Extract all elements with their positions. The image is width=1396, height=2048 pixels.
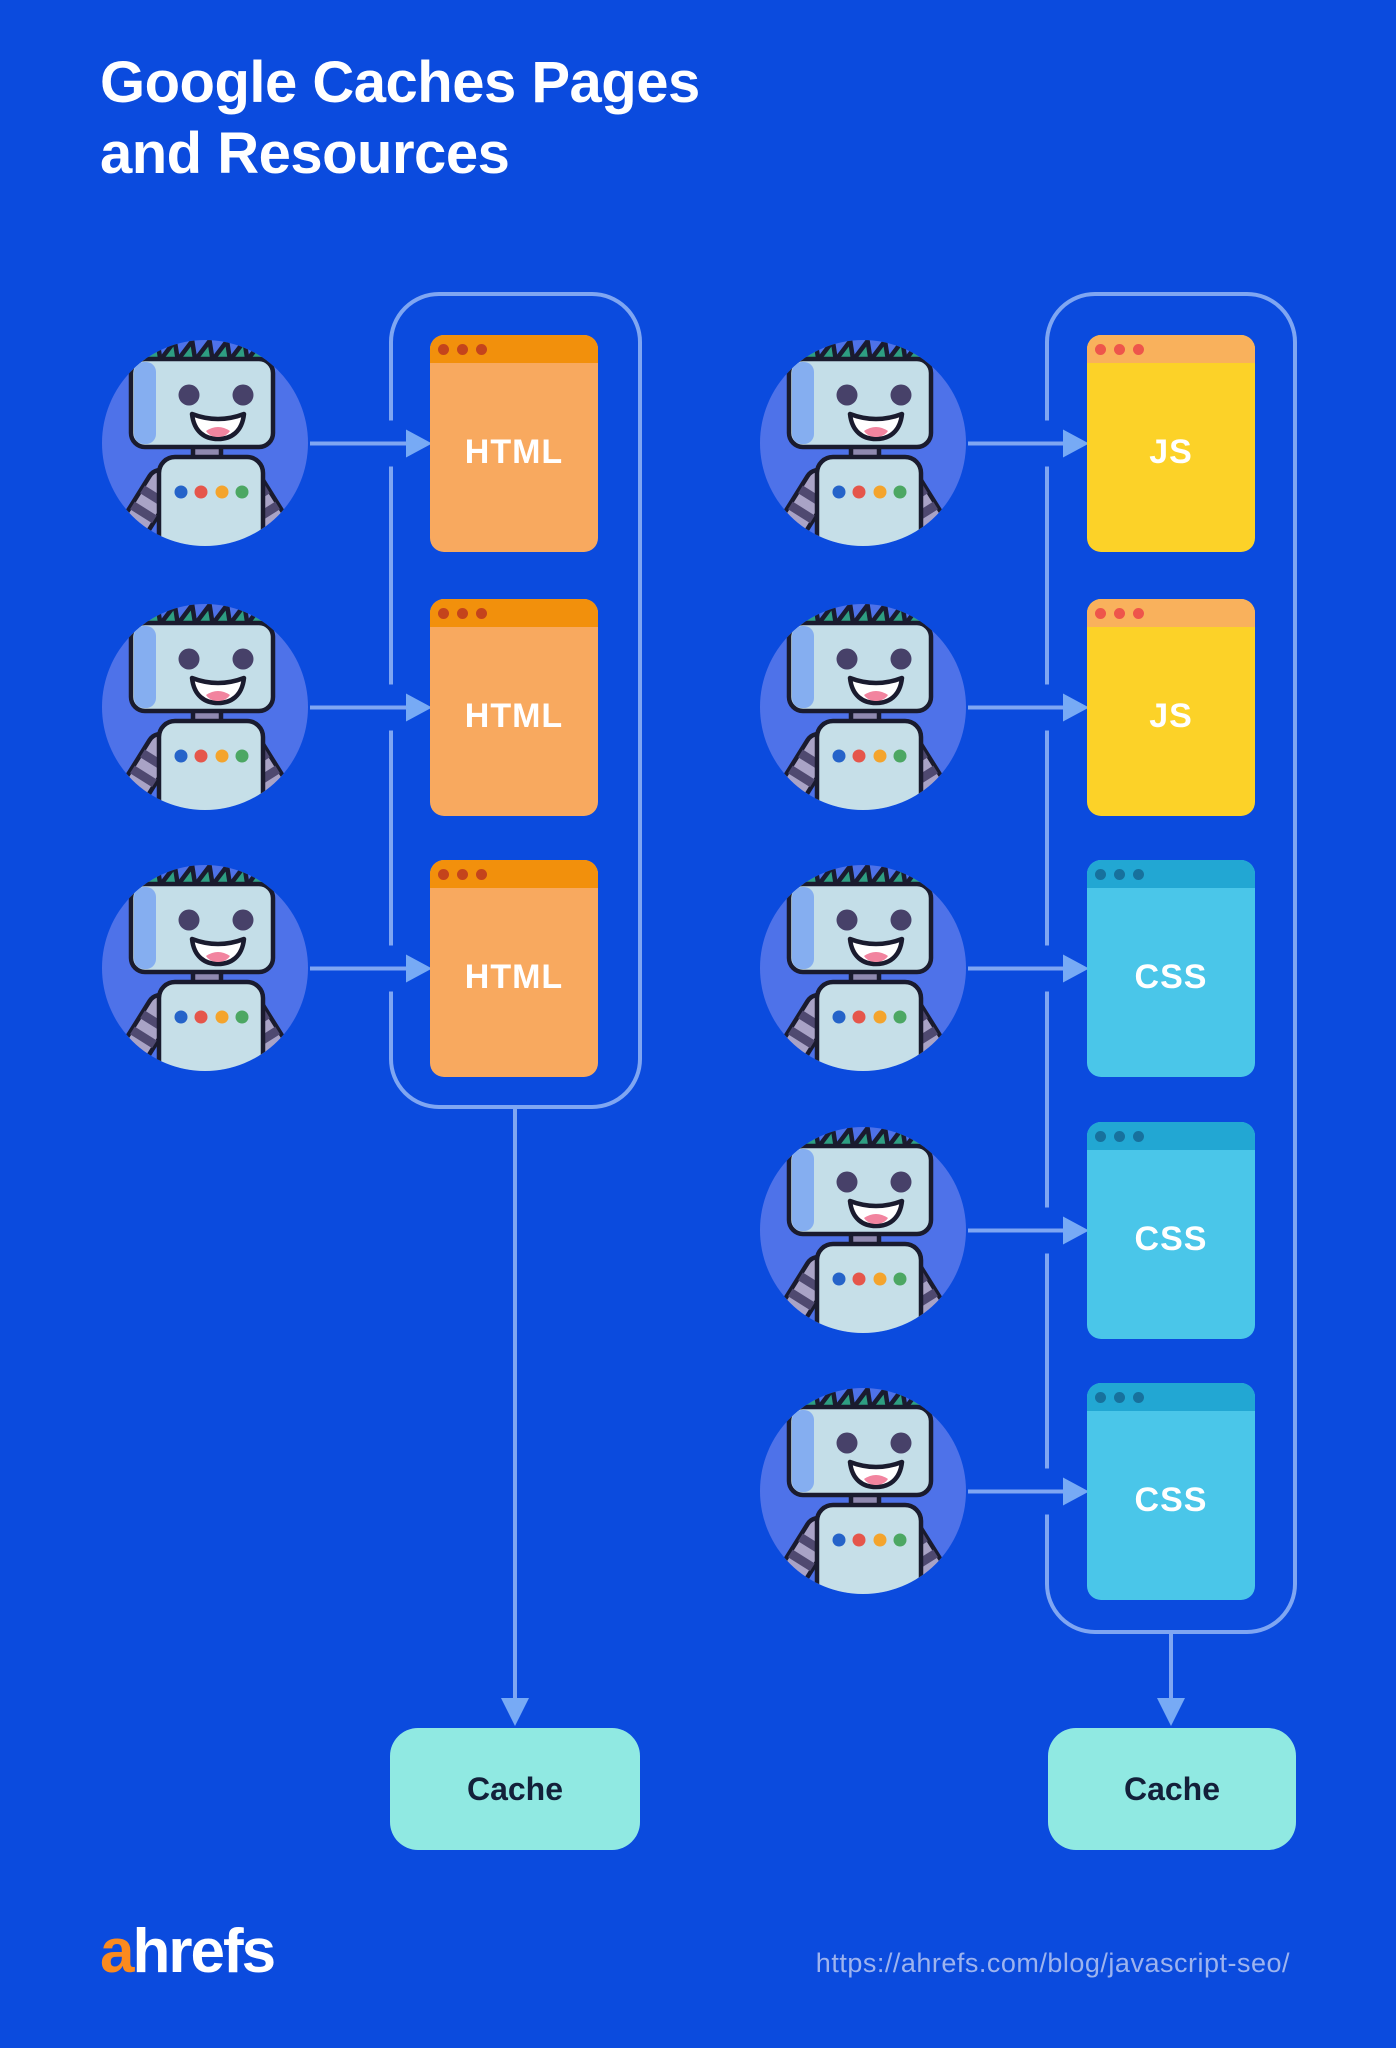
ahrefs-logo-a: a — [100, 1917, 135, 1986]
card-label: JS — [1149, 433, 1193, 471]
card-label: HTML — [464, 958, 564, 996]
window-dot-icon — [457, 607, 468, 619]
card-label: HTML — [464, 697, 564, 735]
browser-window-icon: JS — [1087, 599, 1255, 816]
browser-window-icon: CSS — [1087, 1383, 1255, 1600]
window-dot-icon — [438, 868, 449, 880]
window-dot-icon — [476, 868, 487, 880]
googlebot-icon — [95, 595, 315, 815]
window-titlebar — [1087, 335, 1255, 363]
window-dot-icon — [476, 607, 487, 619]
window-dot-icon — [1095, 1130, 1106, 1142]
arrow-icon — [501, 1107, 1185, 1726]
window-titlebar — [1087, 1122, 1255, 1150]
page-title: Google Caches Pages and Resources — [100, 48, 700, 190]
card-label: CSS — [1134, 1481, 1208, 1519]
ahrefs-logo: ahrefs — [100, 1916, 276, 1987]
window-dot-icon — [1095, 868, 1106, 880]
card-label: HTML — [464, 433, 564, 471]
arrow-icon — [310, 429, 432, 983]
window-titlebar — [1087, 1383, 1255, 1411]
browser-window-icon: JS — [1087, 335, 1255, 552]
cache-box: Cache — [390, 1728, 640, 1850]
source-url: https://ahrefs.com/blog/javascript-seo/ — [815, 1948, 1290, 1978]
window-dot-icon — [438, 343, 449, 355]
arrow-icon — [968, 429, 1089, 1506]
window-dot-icon — [1114, 343, 1125, 355]
window-dot-icon — [1095, 1391, 1106, 1403]
googlebot-icon — [753, 331, 973, 551]
window-titlebar — [1087, 860, 1255, 888]
browser-window-icon: HTML — [430, 860, 598, 1077]
window-titlebar — [430, 860, 598, 888]
page-title-line2: and Resources — [100, 120, 510, 186]
ahrefs-logo-text: hrefs — [132, 1917, 276, 1986]
window-dot-icon — [457, 343, 468, 355]
googlebot-icon — [95, 331, 315, 551]
window-dot-icon — [1114, 607, 1125, 619]
window-dot-icon — [1133, 868, 1144, 880]
window-titlebar — [430, 335, 598, 363]
window-dot-icon — [1133, 607, 1144, 619]
card-label: JS — [1149, 697, 1193, 735]
window-titlebar — [1087, 599, 1255, 627]
browser-window-icon: CSS — [1087, 860, 1255, 1077]
window-dot-icon — [1133, 1391, 1144, 1403]
card-label: CSS — [1134, 958, 1208, 996]
browser-window-icon: CSS — [1087, 1122, 1255, 1339]
window-dot-icon — [438, 607, 449, 619]
googlebot-icon — [753, 1118, 973, 1338]
page-title-line1: Google Caches Pages — [100, 50, 700, 115]
window-dot-icon — [1114, 1130, 1125, 1142]
cache-box: Cache — [1048, 1728, 1296, 1850]
card-label: CSS — [1134, 1220, 1208, 1258]
window-titlebar — [430, 599, 598, 627]
window-dot-icon — [457, 868, 468, 880]
window-dot-icon — [476, 343, 487, 355]
window-dot-icon — [1095, 607, 1106, 619]
googlebot-icon — [753, 595, 973, 815]
googlebot-icon — [95, 856, 315, 1076]
window-dot-icon — [1114, 868, 1125, 880]
googlebot-icon — [753, 856, 973, 1076]
window-dot-icon — [1095, 343, 1106, 355]
window-dot-icon — [1114, 1391, 1125, 1403]
browser-window-icon: HTML — [430, 599, 598, 816]
window-dot-icon — [1133, 343, 1144, 355]
window-dot-icon — [1133, 1130, 1144, 1142]
googlebot-icon — [753, 1379, 973, 1599]
browser-window-icon: HTML — [430, 335, 598, 552]
